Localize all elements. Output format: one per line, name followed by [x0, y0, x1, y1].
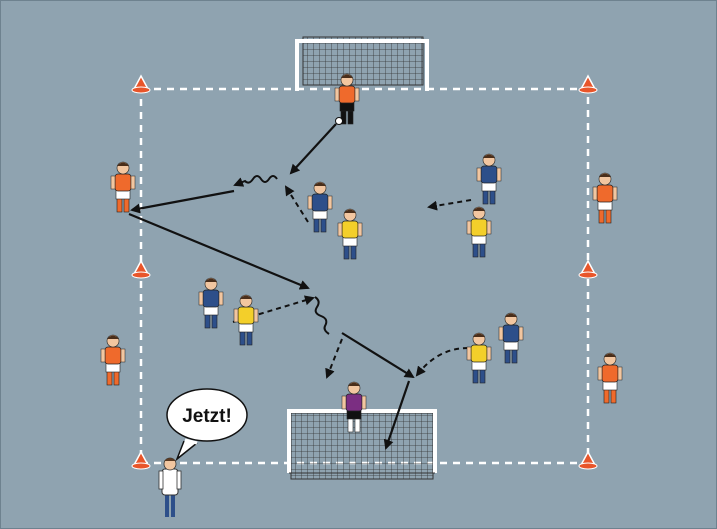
cone-icon — [578, 450, 598, 470]
pass-arrows — [128, 123, 415, 450]
player-yellow-icon — [466, 206, 492, 258]
players — [100, 73, 623, 433]
goalkeeper-bottom-icon — [341, 381, 367, 433]
ball-icon — [335, 117, 343, 125]
bottom-goal — [287, 409, 437, 480]
player-blue-icon — [498, 312, 524, 364]
player-blue-icon — [198, 277, 224, 329]
player-yellow-icon — [466, 332, 492, 384]
player-orange-left-2-icon — [100, 334, 126, 386]
coach-icon — [158, 457, 182, 517]
player-yellow-icon — [337, 208, 363, 260]
player-blue-icon — [307, 181, 333, 233]
player-blue-icon — [476, 153, 502, 205]
top-goal — [295, 36, 429, 91]
player-yellow-icon — [233, 294, 259, 346]
goalkeeper-top-icon — [334, 73, 360, 125]
speech-bubble-icon: Jetzt! — [166, 388, 248, 462]
cone-icon — [131, 450, 151, 470]
player-orange-right-2-icon — [597, 352, 623, 404]
cone-icon — [578, 74, 598, 94]
coach-speech: Jetzt! — [182, 406, 232, 427]
player-orange-right-1-icon — [592, 172, 618, 224]
cone-icon — [578, 259, 598, 279]
cone-icon — [131, 74, 151, 94]
player-orange-left-1-icon — [110, 161, 136, 213]
cone-icon — [131, 259, 151, 279]
dribble-paths — [233, 175, 330, 335]
